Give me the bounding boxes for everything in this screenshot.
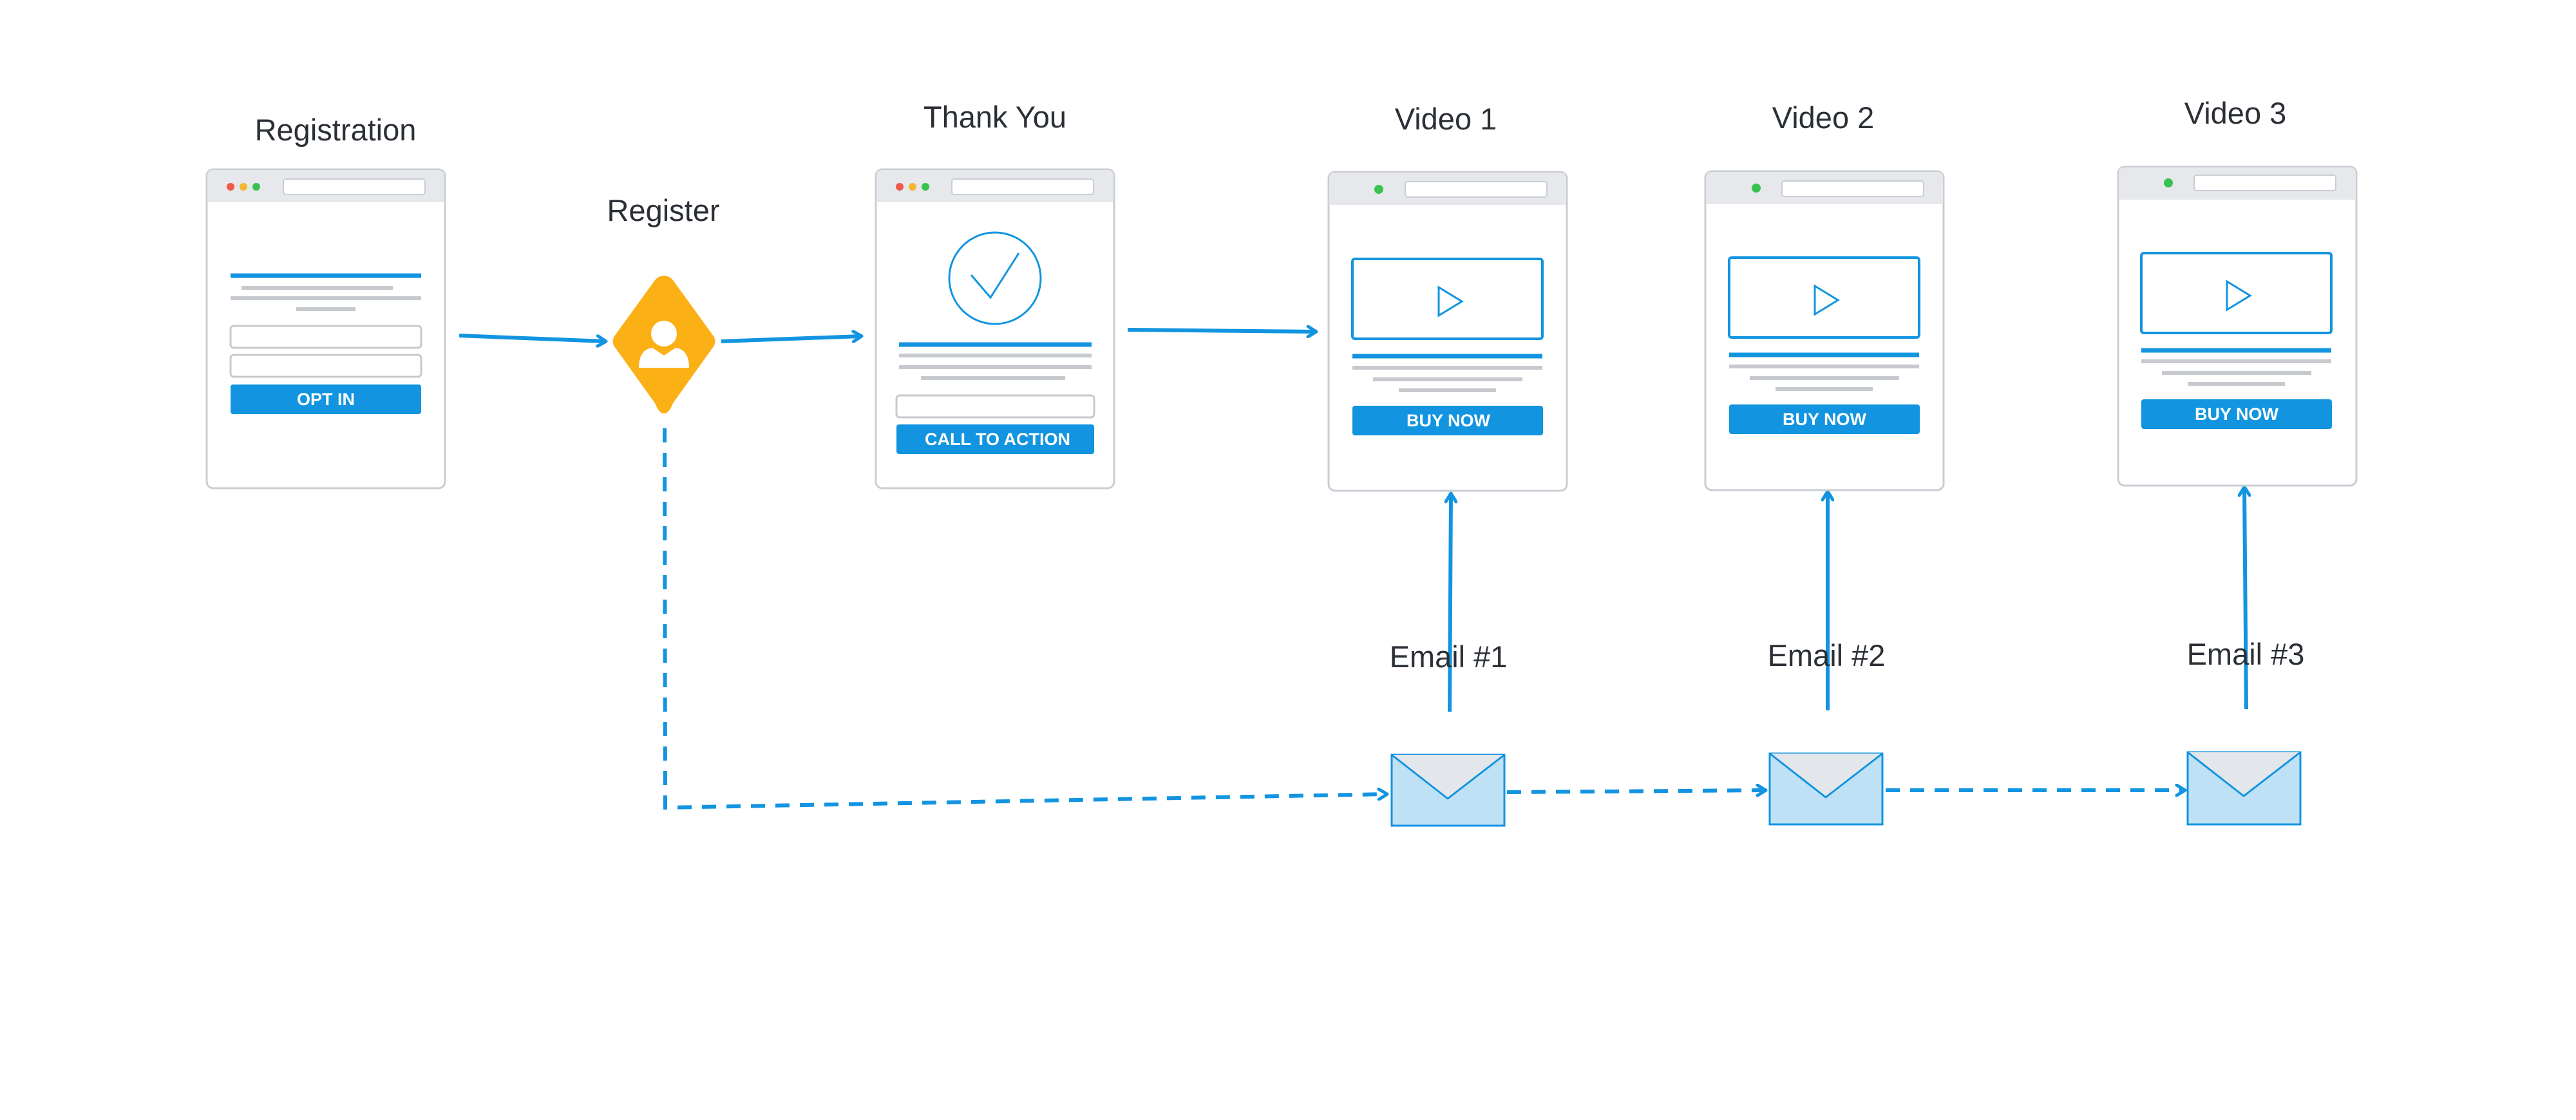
- play-icon: [2226, 280, 2252, 312]
- play-icon: [1437, 285, 1464, 318]
- email-2-node: Email #2: [1768, 638, 1886, 826]
- buy-now-button: [1729, 404, 1920, 434]
- play-icon: [1814, 284, 1840, 316]
- call-to-action-button: [896, 424, 1094, 454]
- video-2-label: Video 2: [1772, 100, 1875, 135]
- edge-register-thank-you: [721, 336, 861, 343]
- video-player: [2140, 252, 2333, 334]
- video-3-page: Video 3 BUY NOW: [2117, 96, 2358, 487]
- opt-in-button-label: OPT IN: [297, 390, 355, 409]
- buy-now-button-label: BUY NOW: [1406, 411, 1491, 430]
- window-dot-close: [896, 183, 904, 191]
- email-2-label: Email #2: [1768, 638, 1886, 672]
- form-input-field: [229, 354, 422, 378]
- window-dot: [2164, 178, 2173, 187]
- user-icon: [639, 321, 689, 368]
- register-label: Register: [607, 193, 719, 227]
- edge-thank-you-video1: [1127, 330, 1316, 332]
- edge-registration-register: [459, 334, 605, 341]
- envelope-icon: [1390, 754, 1506, 827]
- address-bar: [1405, 181, 1548, 198]
- video-2-page: Video 2 BUY NOW: [1704, 100, 1945, 491]
- buy-now-button: [1352, 406, 1543, 435]
- video-1-page: Video 1 BUY NOW: [1327, 102, 1568, 492]
- buy-now-button: [2141, 399, 2332, 429]
- form-input-field: [229, 325, 422, 349]
- address-bar: [951, 178, 1094, 195]
- video-1-label: Video 1: [1395, 102, 1497, 136]
- window-dot: [1752, 184, 1761, 193]
- edge-email1-email2: [1506, 790, 1765, 792]
- window-dot-minimize: [240, 183, 247, 191]
- address-bar: [2193, 175, 2336, 191]
- opt-in-button: [231, 384, 421, 414]
- edge-register-email1: [663, 428, 1387, 810]
- buy-now-button-label: BUY NOW: [1783, 410, 1867, 429]
- buy-now-button-label: BUY NOW: [2195, 404, 2279, 424]
- email-3-label: Email #3: [2187, 637, 2305, 671]
- edges: [459, 330, 2246, 810]
- envelope-icon: [2186, 751, 2302, 826]
- window-dot-minimize: [909, 183, 916, 191]
- email-1-node: Email #1: [1390, 640, 1508, 827]
- video-player: [1728, 256, 1920, 339]
- address-bar: [283, 178, 426, 195]
- checkmark-icon: [948, 231, 1042, 325]
- window-dot: [1374, 185, 1383, 194]
- registration-label: Registration: [255, 113, 417, 147]
- address-bar: [1781, 180, 1924, 197]
- form-input-field: [895, 394, 1095, 419]
- envelope-icon: [1768, 752, 1884, 826]
- edge-email3-video3: [2244, 488, 2246, 710]
- window-dot-close: [227, 183, 234, 191]
- register-node: Register: [607, 193, 720, 413]
- call-to-action-button-label: CALL TO ACTION: [925, 430, 1070, 449]
- video-player: [1351, 258, 1544, 340]
- email-1-label: Email #1: [1390, 640, 1508, 674]
- registration-page: Registration OPT IN: [205, 113, 446, 489]
- thank-you-page: Thank You CALL TO ACTION: [875, 100, 1115, 489]
- email-3-node: Email #3: [2186, 637, 2305, 826]
- edge-email1-video1: [1450, 494, 1451, 712]
- thank-you-label: Thank You: [923, 100, 1066, 134]
- video-3-label: Video 3: [2184, 96, 2287, 130]
- window-dot-maximize: [922, 183, 929, 191]
- window-dot-maximize: [252, 183, 260, 191]
